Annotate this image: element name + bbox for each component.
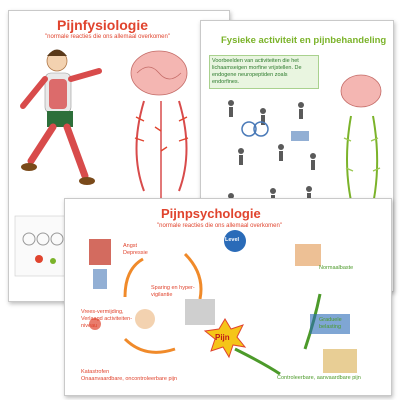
label-onaanvaardbare: Onaanvaardbare, oncontroleerbare pijn xyxy=(81,376,178,382)
label-katastrofen: Katastrofen xyxy=(81,369,110,375)
label-graduele: Graduele xyxy=(319,317,342,323)
poster-pijnpsychologie: Pijnpsychologie "normale reacties die on… xyxy=(64,198,392,396)
pijn-label: Pijn xyxy=(215,333,230,342)
label-verlaagd: Verlaagd activiteiten- xyxy=(81,316,133,322)
label-niveau: niveau xyxy=(81,323,98,329)
cycle-arrow xyxy=(234,347,281,376)
poster-title: Pijnfysiologie xyxy=(57,17,149,33)
label-sparing: Sparing en hyper- xyxy=(151,285,195,291)
label-vigilantie: vigilantie xyxy=(151,292,173,298)
label-normaal: Normaalbaste xyxy=(319,265,354,271)
poster-note-box: Voorbeelden van activiteiten die het lic… xyxy=(209,55,319,89)
cycle-arrow xyxy=(123,337,176,354)
poster-title: Fysieke activiteit en pijnbehandeling xyxy=(221,35,387,46)
poster-subtitle: "normale reacties die ons allemaal overk… xyxy=(45,34,170,40)
psychology-cycle-diagram xyxy=(89,230,357,376)
level-badge-icon xyxy=(224,230,246,252)
pijn-star-icon xyxy=(203,318,247,359)
label-controleerbare: Controleerbare, aanvaardbare pijn xyxy=(277,375,361,381)
poster-subtitle: "normale reacties die ons allemaal overk… xyxy=(157,223,282,229)
label-vrees: Vrees-vermijding, xyxy=(81,309,124,315)
cycle-arrow xyxy=(123,257,144,298)
label-depressie: Depressie xyxy=(123,250,148,256)
label-angst: Angst xyxy=(123,243,138,249)
label-belasting: belasting xyxy=(319,324,342,330)
poster-title: Pijnpsychologie xyxy=(161,206,261,221)
cycle-arrow xyxy=(183,252,203,300)
level-badge-label: Level xyxy=(225,237,240,243)
